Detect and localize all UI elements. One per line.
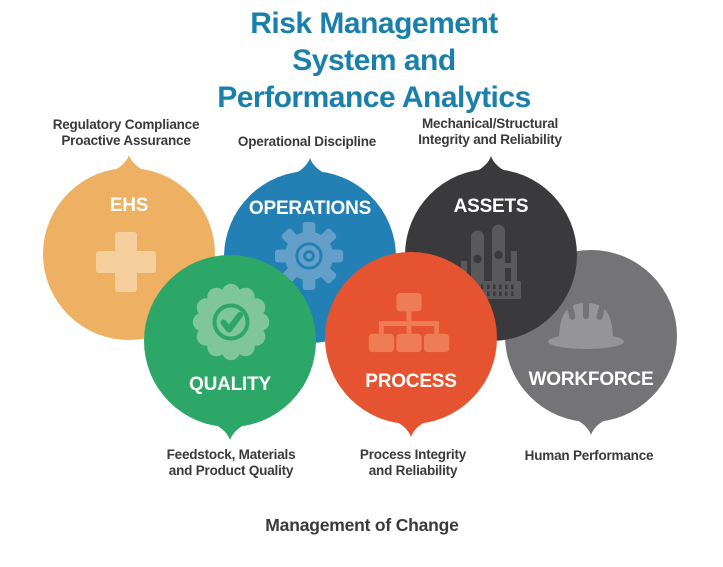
page-title: Risk Management System and Performance A… xyxy=(217,7,531,114)
pointer-tip-up-icon xyxy=(477,156,505,171)
bubble-label-workforce: WORKFORCE xyxy=(528,369,654,390)
caption-operations: Operational Discipline xyxy=(237,134,377,149)
hard-hat-icon xyxy=(546,293,626,351)
caption-quality: Feedstock, Materials and Product Quality xyxy=(166,447,296,478)
pointer-tip-up-icon xyxy=(296,158,324,173)
footer-label: Management of Change xyxy=(265,515,459,535)
bubble-label-operations: OPERATIONS xyxy=(248,198,372,219)
bubble-label-quality: QUALITY xyxy=(189,374,271,395)
caption-assets: Mechanical/Structural Integrity and Reli… xyxy=(418,116,562,147)
pointer-tip-down-icon xyxy=(216,425,244,440)
caption-workforce: Human Performance xyxy=(524,448,654,463)
caption-ehs: Regulatory Compliance Proactive Assuranc… xyxy=(52,117,200,148)
medical-cross-icon xyxy=(94,230,158,294)
bubble-process: PROCESS xyxy=(325,252,497,437)
flowchart-icon xyxy=(367,293,451,357)
bubble-label-ehs: EHS xyxy=(109,195,149,216)
bubble-label-process: PROCESS xyxy=(365,371,457,392)
badge-check-icon xyxy=(191,282,271,362)
caption-process: Process Integrity and Reliability xyxy=(359,447,467,478)
pointer-tip-up-icon xyxy=(115,155,143,170)
pointer-tip-down-icon xyxy=(577,420,605,435)
bubble-quality: QUALITY xyxy=(144,255,316,440)
bubble-label-assets: ASSETS xyxy=(453,196,529,217)
pointer-tip-down-icon xyxy=(397,422,425,437)
gear-icon xyxy=(274,221,344,291)
